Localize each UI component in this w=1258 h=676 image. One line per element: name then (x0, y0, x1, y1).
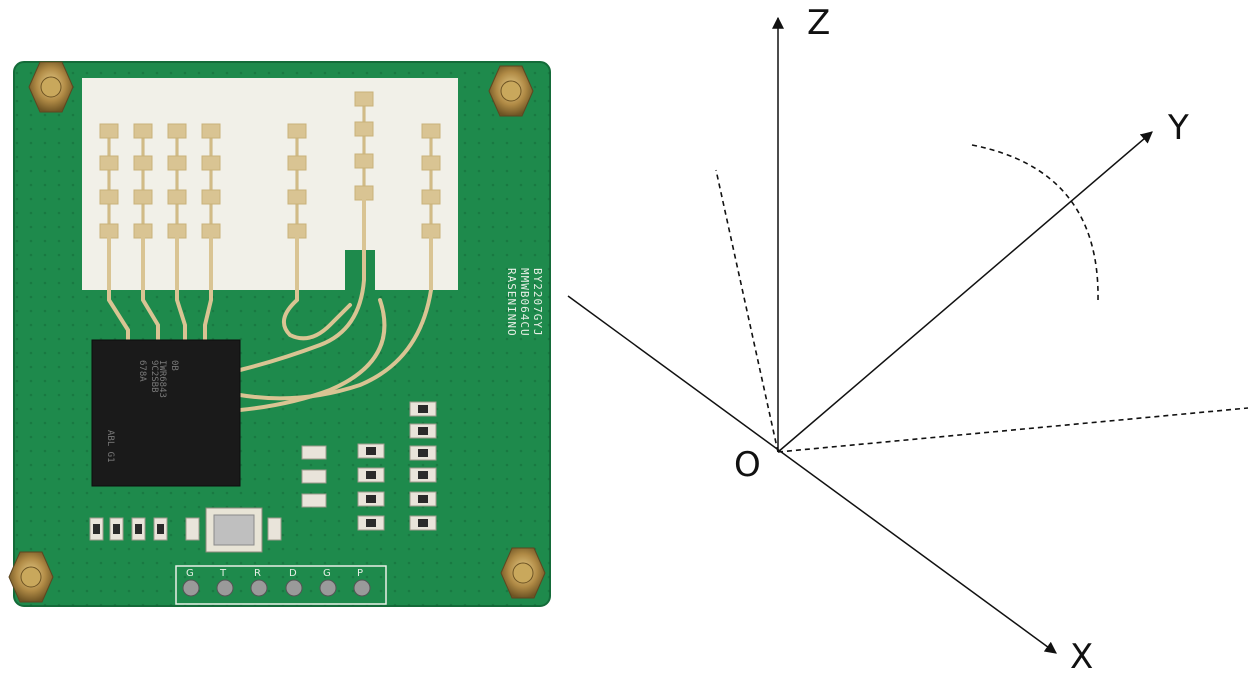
rx-antenna-array (287, 91, 441, 239)
standoff-bottom-right (500, 547, 546, 599)
pin-label-3: R (254, 568, 261, 579)
y-axis (777, 131, 1153, 453)
standoff-top-left (28, 61, 74, 113)
chip-marking-3: 9C2SBB (149, 360, 159, 393)
crystal-oscillator (205, 507, 263, 553)
dashed-rotation-arc (971, 144, 1099, 301)
board-marking-line-1: RASENINNO (505, 268, 518, 337)
feed-traces (107, 198, 433, 412)
chip-marking-5: ABL G1 (105, 430, 115, 463)
radar-chip: IWR6843 0B 9C2SBB 678A ABL G1 (91, 339, 241, 487)
pin-label-4: D (289, 568, 297, 579)
pin-label-6: P (357, 568, 363, 579)
origin-label: O (734, 445, 761, 485)
standoff-top-right (488, 65, 534, 117)
board-marking: RASENINNO MMWB064CU BY2207GYJ (505, 268, 544, 337)
dashed-tilted-z-line (715, 169, 779, 453)
pin-label-5: G (323, 568, 331, 579)
board-marking-line-2: MMWB064CU (518, 268, 531, 337)
mounting-standoffs (8, 61, 546, 603)
dashed-horizontal-line (777, 407, 1249, 453)
chip-marking-2: 0B (169, 360, 179, 371)
pin-label-2: T (219, 568, 227, 579)
coordinate-system (567, 16, 1249, 654)
pin-header: G T R D G P (175, 565, 387, 605)
chip-marking-4: 678A (137, 360, 147, 382)
pin-label-1: G (186, 568, 194, 579)
z-axis-label: Z (807, 3, 830, 43)
radar-board: IWR6843 0B 9C2SBB 678A ABL G1 RASENINNO … (8, 61, 551, 607)
tx-antenna-array (99, 123, 221, 239)
board-marking-line-3: BY2207GYJ (531, 268, 544, 337)
antenna-panel (82, 78, 458, 290)
antenna-notch (345, 250, 375, 295)
standoff-bottom-left (8, 551, 54, 603)
x-axis-label: X (1070, 637, 1093, 676)
y-axis-label: Y (1167, 108, 1189, 148)
passive-components (89, 401, 437, 541)
x-axis (567, 295, 1057, 654)
chip-marking-1: IWR6843 (157, 360, 167, 398)
